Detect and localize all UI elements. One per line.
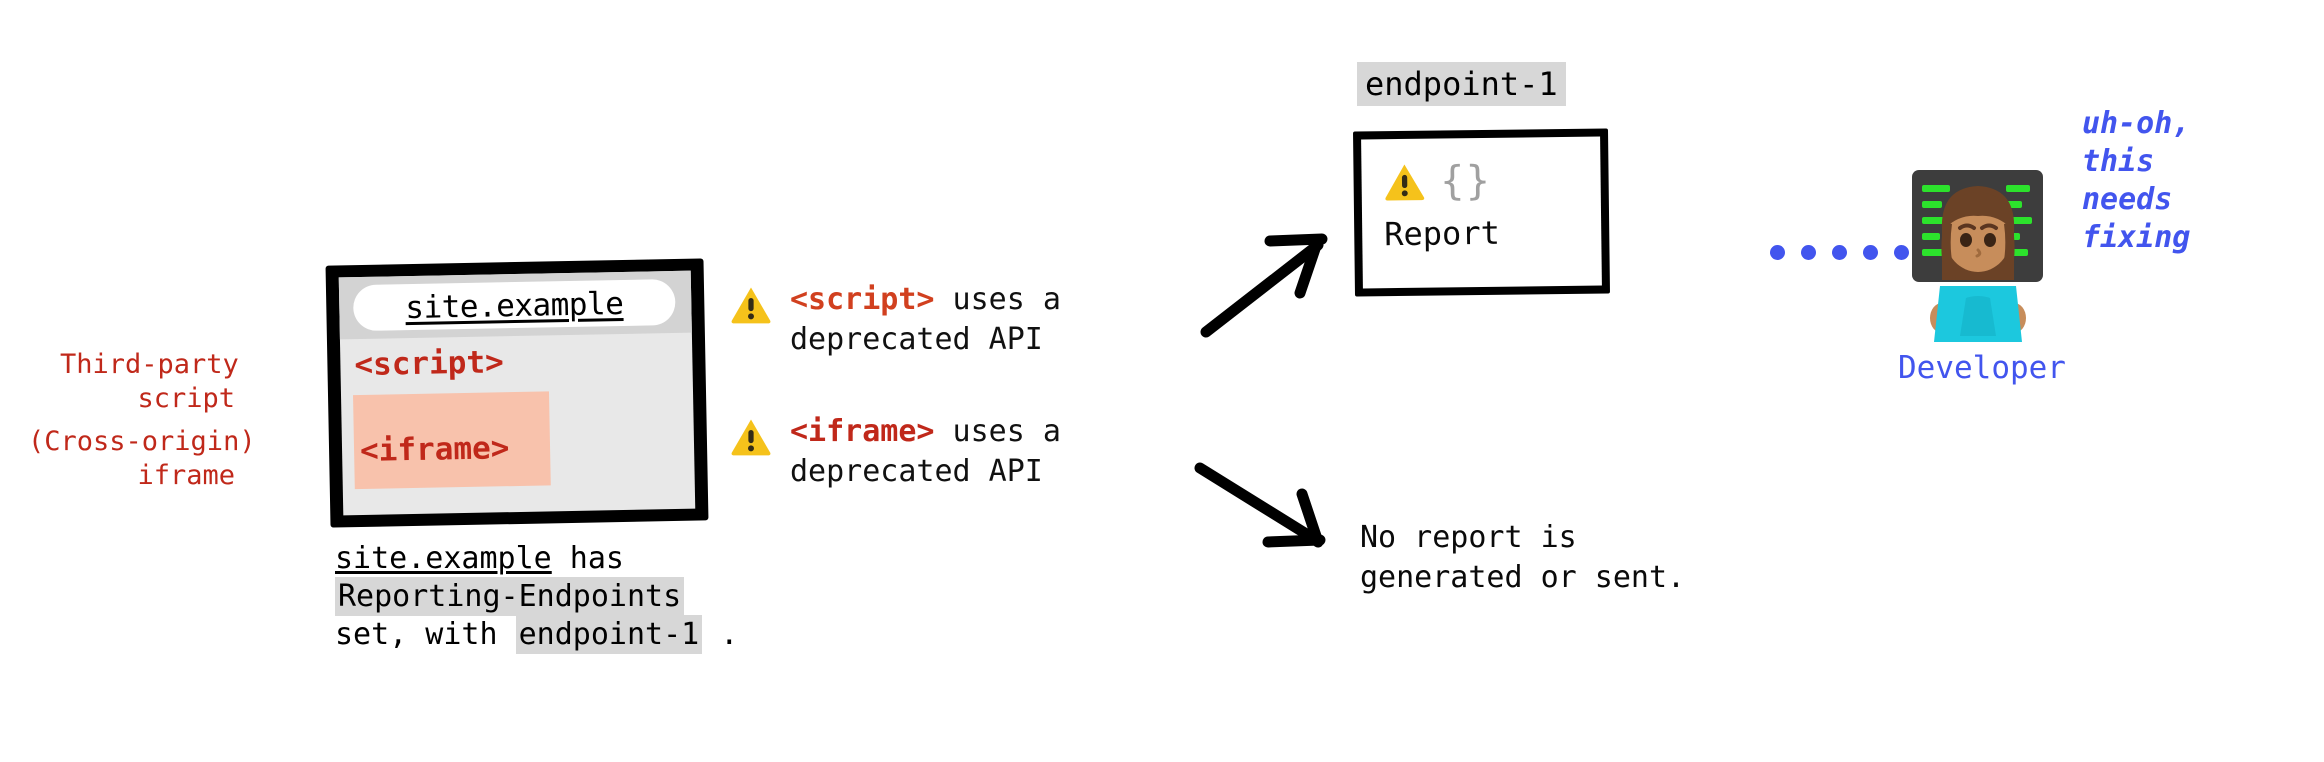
caption-line-1: site.example has — [335, 540, 935, 578]
cross-origin-iframe-annotation: (Cross-origin) iframe — [28, 426, 256, 491]
report-card-body: {} Report — [1361, 136, 1602, 289]
browser-window: site.example <script> <iframe> — [325, 258, 709, 528]
developer-label: Developer — [1898, 350, 2066, 386]
iframe-highlight-box: <iframe> — [353, 391, 551, 490]
endpoint-badge-wrapper: endpoint-1 — [1357, 62, 1566, 106]
iframe-tag-text: <iframe> — [359, 430, 510, 470]
connector-dot — [1894, 245, 1909, 260]
warning-triangle-icon — [731, 419, 771, 456]
arrow-up-right-to-report — [1200, 233, 1328, 338]
warning-triangle-icon — [731, 287, 771, 324]
warning-iframe-text: <iframe> uses a deprecated API — [790, 412, 1061, 492]
connector-dot — [1832, 245, 1847, 260]
report-label: Report — [1384, 213, 1501, 254]
caption-line3-post: . — [702, 617, 739, 652]
warning-script-row: <script> uses a deprecated API — [730, 280, 1061, 360]
script-tag-text: <script> — [354, 344, 505, 384]
connector-dot — [1770, 245, 1785, 260]
caption-line-2: Reporting-Endpoints — [335, 577, 935, 616]
warning-script-tag: <script> — [790, 282, 935, 317]
warning-iframe-tag: <iframe> — [790, 414, 935, 449]
warning-script-rest: uses a deprecated API — [790, 282, 1061, 357]
warning-script-text: <script> uses a deprecated API — [790, 280, 1061, 360]
caption-line-3: set, with endpoint-1 . — [335, 615, 935, 654]
developer-thought-text: uh-oh, this needs fixing — [2082, 106, 2191, 255]
json-braces-icon: {} — [1439, 157, 1491, 205]
browser-chrome-bar: site.example — [338, 270, 692, 340]
warning-iframe-row: <iframe> uses a deprecated API — [730, 412, 1061, 492]
warning-iframe-rest: uses a deprecated API — [790, 414, 1061, 489]
no-report-text: No report is generated or sent. — [1360, 520, 1686, 595]
arrow-down-right-to-noreport — [1194, 462, 1326, 548]
caption-line1-rest: has — [551, 541, 624, 576]
caption-line3-pre: set, with — [335, 617, 516, 652]
report-icon-row: {} — [1383, 157, 1491, 205]
caption-endpoint-code: endpoint-1 — [515, 615, 703, 654]
browser-viewport: site.example <script> <iframe> — [338, 270, 696, 516]
browser-caption: site.example has Reporting-Endpoints set… — [335, 540, 935, 654]
address-bar-url: site.example — [405, 285, 624, 327]
report-card: {} Report — [1353, 128, 1610, 297]
address-bar[interactable]: site.example — [352, 278, 676, 332]
connector-dot — [1863, 245, 1878, 260]
warning-triangle-icon — [1385, 164, 1425, 201]
caption-site-name: site.example — [335, 541, 552, 576]
connector-dot — [1801, 245, 1816, 260]
third-party-script-annotation: Third-party script — [60, 349, 239, 414]
endpoint-badge: endpoint-1 — [1357, 62, 1566, 106]
caption-reporting-endpoints-code: Reporting-Endpoints — [335, 577, 685, 616]
developer-avatar-icon — [1912, 170, 2043, 342]
